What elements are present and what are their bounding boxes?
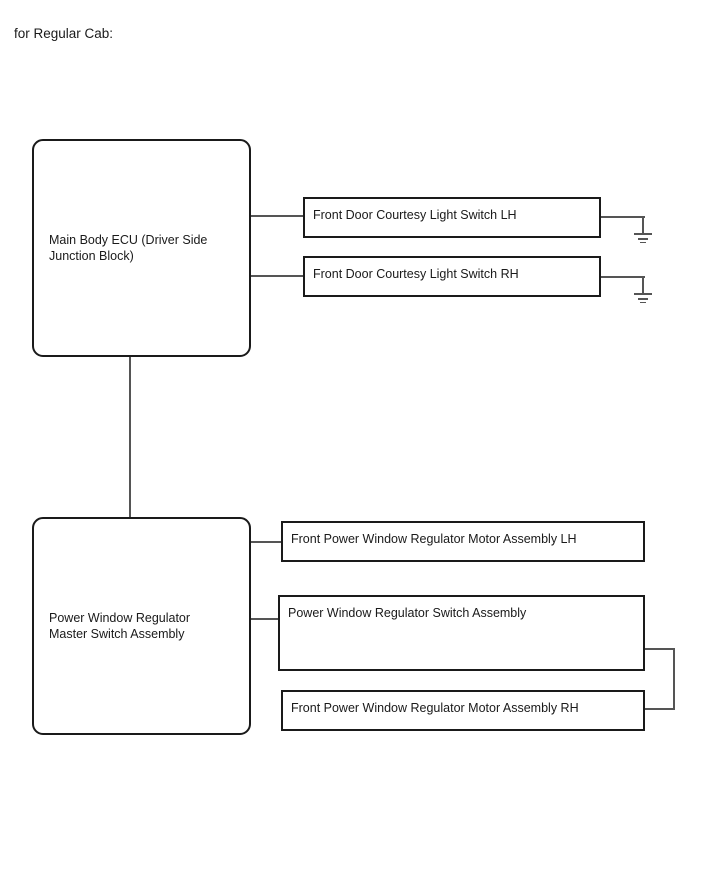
node-front-door-courtesy-light-switch-rh[interactable]: Front Door Courtesy Light Switch RH <box>303 256 601 297</box>
ground-icon-courtesy-lh <box>634 216 652 244</box>
wire-ecu-to-master-switch <box>129 356 131 518</box>
node-front-power-window-motor-lh[interactable]: Front Power Window Regulator Motor Assem… <box>281 521 645 562</box>
wire-master-switch-to-motor-lh <box>251 541 283 543</box>
node-front-door-courtesy-light-switch-lh-label: Front Door Courtesy Light Switch LH <box>313 208 517 222</box>
ground-bar-1 <box>634 293 652 295</box>
wire-courtesy-lh-to-ground <box>599 216 645 218</box>
wire-master-switch-to-regulator-switch <box>251 618 280 620</box>
wire-regulator-switch-to-bracket <box>643 648 675 650</box>
node-main-body-ecu-label: Main Body ECU (Driver Side Junction Bloc… <box>49 233 208 263</box>
node-front-power-window-motor-rh-label: Front Power Window Regulator Motor Assem… <box>291 701 579 715</box>
node-power-window-regulator-switch[interactable]: Power Window Regulator Switch Assembly <box>278 595 645 671</box>
ground-bar-3 <box>640 302 646 303</box>
diagram-caption: for Regular Cab: <box>14 26 114 41</box>
wire-bracket-vertical <box>673 648 675 710</box>
ground-stem <box>642 216 644 233</box>
node-power-window-master-switch[interactable]: Power Window Regulator Master Switch Ass… <box>32 517 251 735</box>
wire-courtesy-rh-to-ground <box>599 276 645 278</box>
node-power-window-master-switch-label: Power Window Regulator Master Switch Ass… <box>49 611 191 641</box>
ground-stem <box>642 276 644 293</box>
ground-bar-2 <box>638 298 648 300</box>
node-power-window-regulator-switch-label: Power Window Regulator Switch Assembly <box>288 606 527 620</box>
ground-bar-2 <box>638 238 648 240</box>
wire-ecu-to-courtesy-lh <box>251 215 305 217</box>
ground-bar-3 <box>640 242 646 243</box>
ground-icon-courtesy-rh <box>634 276 652 304</box>
node-front-door-courtesy-light-switch-rh-label: Front Door Courtesy Light Switch RH <box>313 267 519 281</box>
node-front-power-window-motor-rh[interactable]: Front Power Window Regulator Motor Assem… <box>281 690 645 731</box>
node-front-power-window-motor-lh-label: Front Power Window Regulator Motor Assem… <box>291 532 577 546</box>
wire-ecu-to-courtesy-rh <box>251 275 305 277</box>
ground-bar-1 <box>634 233 652 235</box>
wire-bracket-to-motor-rh <box>643 708 675 710</box>
node-front-door-courtesy-light-switch-lh[interactable]: Front Door Courtesy Light Switch LH <box>303 197 601 238</box>
node-main-body-ecu[interactable]: Main Body ECU (Driver Side Junction Bloc… <box>32 139 251 357</box>
